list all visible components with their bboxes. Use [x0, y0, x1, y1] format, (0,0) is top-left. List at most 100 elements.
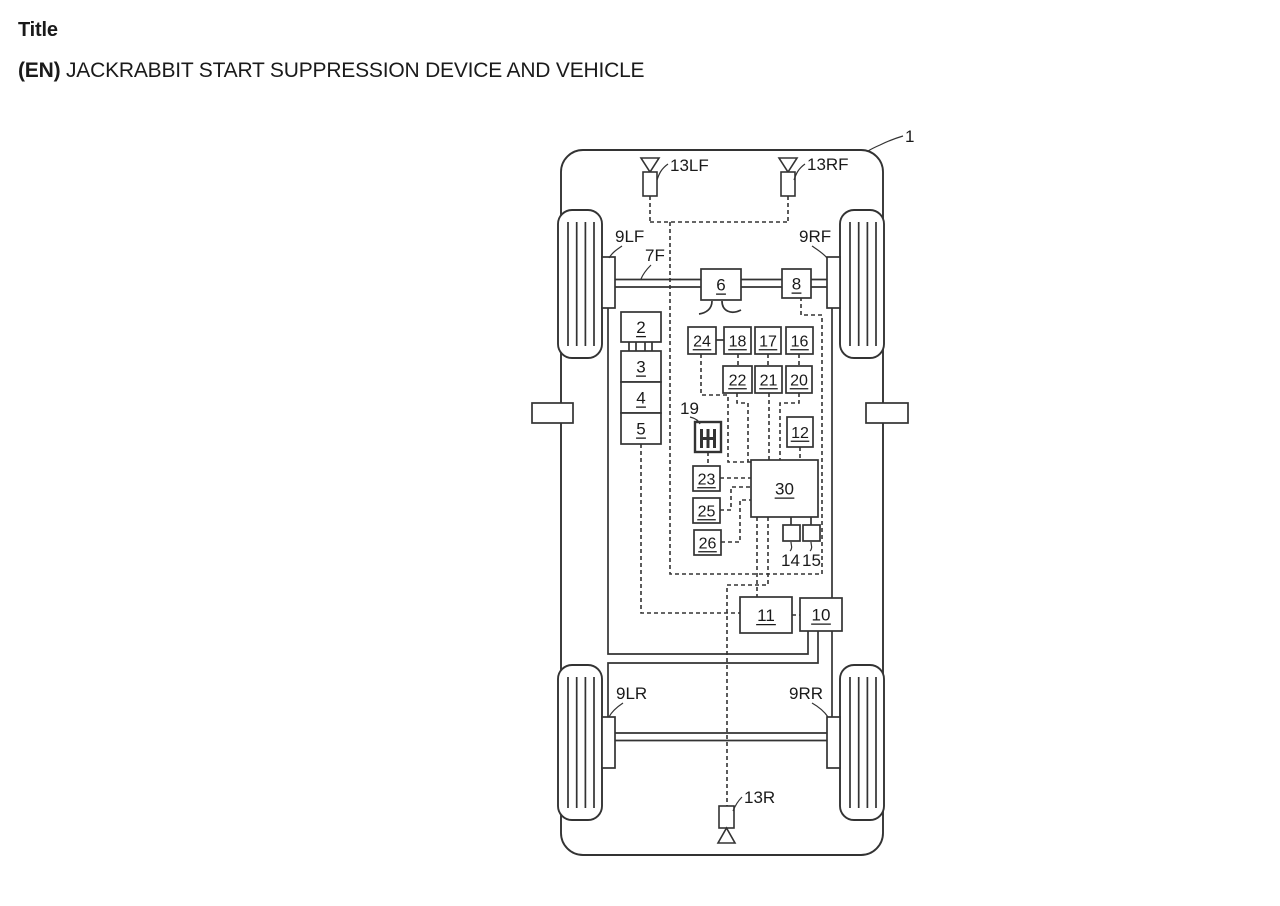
component-box-6: 6 [700, 268, 742, 301]
figure-label-9RR: 9RR [789, 684, 823, 703]
wheel-rear-left [557, 664, 603, 821]
vehicle-body-outline [560, 149, 884, 856]
shift-gate-icon [700, 429, 716, 448]
tire-tread-lines [849, 677, 877, 808]
component-number-11: 11 [757, 606, 775, 625]
tire-outline [557, 664, 603, 821]
wire-5-to-11 [640, 444, 740, 614]
figure-label-13LF: 13LF [670, 156, 709, 175]
sensor-13LF [639, 157, 661, 197]
component-box-15 [802, 524, 821, 542]
component-box-2: 2 [620, 311, 662, 343]
leader-13RF [793, 163, 806, 181]
knuckle-front-right [826, 256, 841, 309]
leader-lines [608, 135, 904, 812]
figure-label-7F: 7F [645, 246, 665, 265]
figure-label-13RF: 13RF [807, 155, 849, 174]
leader-13LF [656, 163, 669, 181]
solid-connections [628, 339, 812, 525]
leader-7F [640, 264, 652, 280]
wire-harness-loop [669, 222, 823, 575]
component-number-2: 2 [636, 318, 645, 337]
tire-outline [557, 209, 603, 359]
vehicle-body [560, 149, 884, 856]
tire-tread-lines [567, 677, 595, 808]
component-box-16: 16 [785, 326, 814, 355]
wire-24-to-30 [700, 354, 751, 463]
wire-30-to-13R [726, 517, 769, 806]
figure-label-15: 15 [802, 551, 821, 570]
leader-9RF [811, 245, 828, 259]
patent-title-text: JACKRABBIT START SUPPRESSION DEVICE AND … [60, 59, 645, 82]
component-box-12: 12 [786, 416, 814, 448]
component-box-4: 4 [620, 381, 662, 414]
dashed-connections [640, 196, 823, 806]
knuckle-rear-right [826, 716, 841, 769]
component-number-20: 20 [790, 372, 808, 389]
sensor-body [780, 171, 796, 197]
component-number-22: 22 [729, 372, 747, 389]
component-number-24: 24 [693, 333, 711, 350]
rear-axle [612, 732, 830, 742]
wheel-front-right [839, 209, 885, 359]
component-number-8: 8 [792, 275, 801, 294]
component-box-22: 22 [722, 365, 753, 394]
component-box-25: 25 [692, 497, 721, 524]
component-box-8: 8 [781, 268, 812, 299]
brake-line-front-left [607, 308, 809, 655]
component-number-23: 23 [698, 471, 716, 488]
sensor-triangle-icon [777, 157, 799, 174]
sensor-body [642, 171, 658, 197]
component-box-3: 3 [620, 350, 662, 383]
right-side-marker [865, 402, 909, 424]
component-number-3: 3 [636, 358, 645, 377]
tire-tread-lines [567, 222, 595, 346]
leader-9RR [811, 702, 829, 718]
tire-outline [839, 209, 885, 359]
component-number-5: 5 [636, 420, 645, 439]
engine-output-symbol [698, 300, 742, 315]
brake-line-rear-left [607, 631, 819, 717]
patent-header: Title (EN) JACKRABBIT START SUPPRESSION … [18, 18, 645, 83]
component-number-12: 12 [791, 425, 809, 442]
language-tag: (EN) [18, 59, 61, 82]
figure-label-13R: 13R [744, 788, 775, 807]
component-number-26: 26 [699, 535, 717, 552]
left-side-marker [531, 402, 574, 424]
component-number-17: 17 [759, 333, 777, 350]
component-number-18: 18 [729, 333, 747, 350]
component-number-10: 10 [812, 606, 831, 625]
figure-label-9LR: 9LR [616, 684, 647, 703]
title-section-label: Title [18, 19, 58, 41]
leader-9LR [608, 702, 624, 718]
sensor-body [718, 805, 735, 829]
wheel-front-left [557, 209, 603, 359]
figure-label-9RF: 9RF [799, 227, 831, 246]
leader-15 [809, 541, 813, 552]
component-box-14 [782, 524, 801, 542]
component-box-18: 18 [723, 326, 752, 355]
patent-title: (EN) JACKRABBIT START SUPPRESSION DEVICE… [18, 59, 645, 83]
component-number-6: 6 [716, 276, 725, 295]
wire-26-to-30 [721, 499, 751, 543]
component-box-5: 5 [620, 412, 662, 445]
wheel-rear-right [839, 664, 885, 821]
component-number-4: 4 [636, 389, 645, 408]
leader-ref-1 [867, 135, 904, 152]
engine-symbol-left-curve [698, 300, 713, 315]
component-box-30: 30 [750, 459, 819, 518]
component-box-17: 17 [754, 326, 782, 355]
tire-outline [839, 664, 885, 821]
figure-label-ref-1: 1 [905, 127, 914, 146]
leader-14 [789, 541, 793, 552]
component-box-24: 24 [687, 326, 717, 355]
sensor-13R [716, 805, 737, 844]
knuckle-front-left [601, 256, 616, 309]
component-number-16: 16 [791, 333, 809, 350]
figure-label-14: 14 [781, 551, 800, 570]
wire-20-to-30 [779, 393, 800, 460]
wire-22-to-30 [736, 393, 749, 462]
